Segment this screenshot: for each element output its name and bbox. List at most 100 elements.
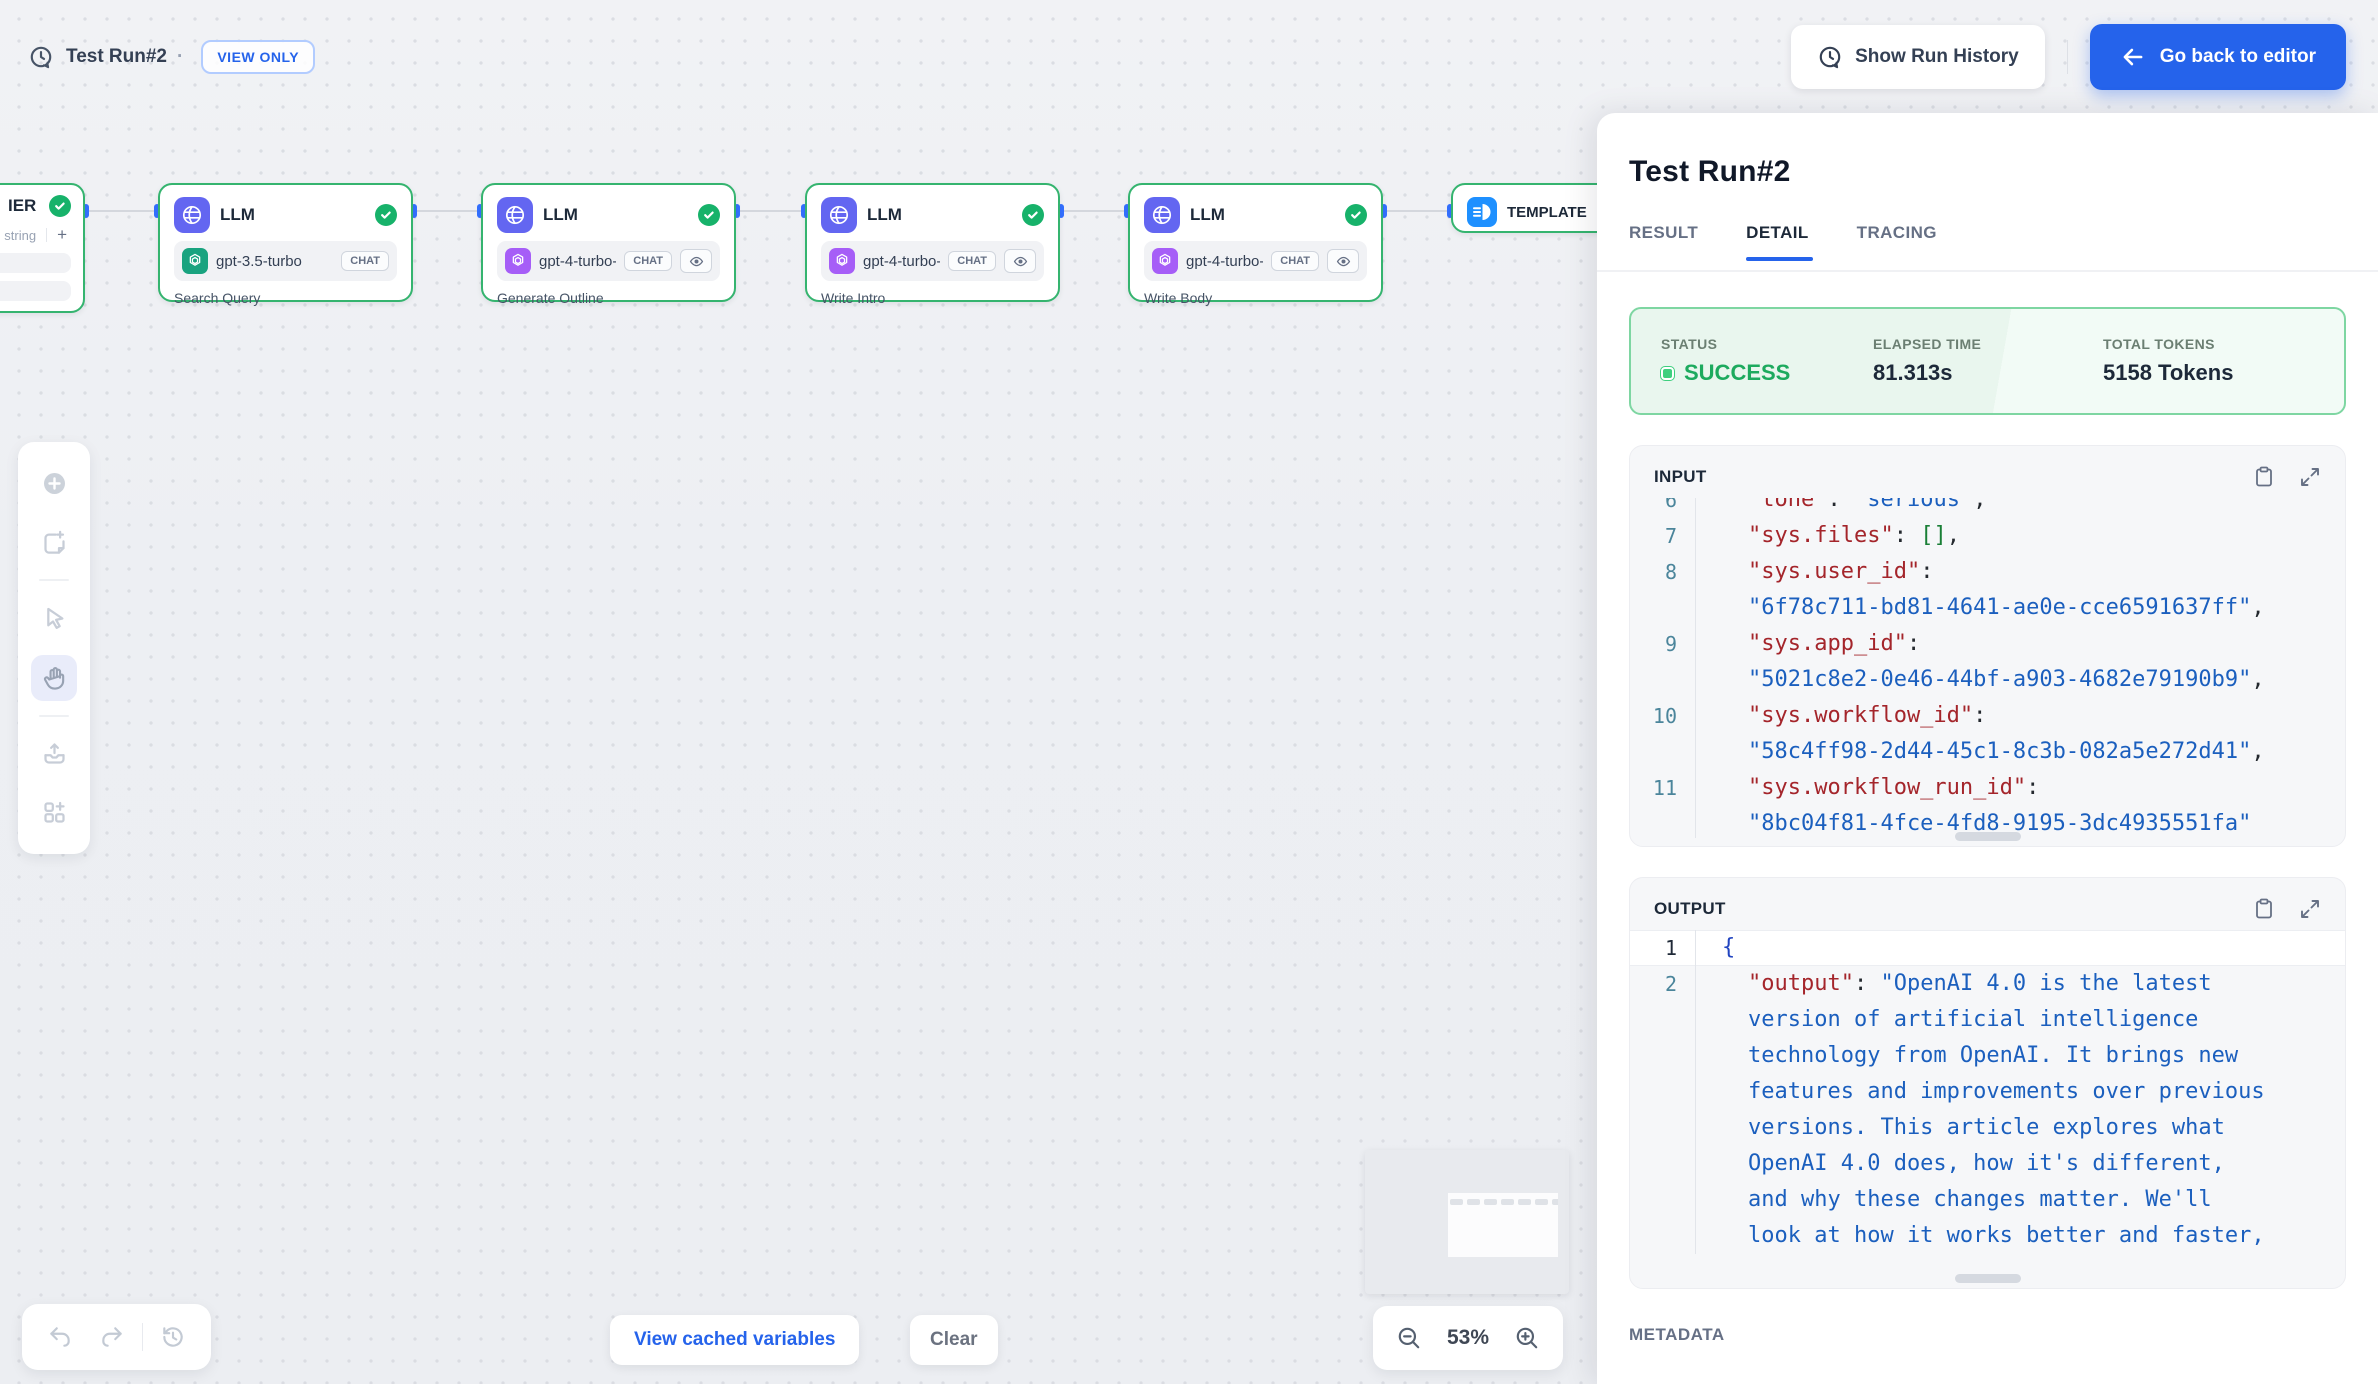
add-variable-button[interactable]: +	[57, 225, 67, 244]
success-check-icon	[1022, 204, 1044, 226]
edge-connector	[85, 210, 158, 212]
variable-field	[0, 281, 71, 301]
status-item-label: STATUS	[1661, 336, 1718, 352]
history-divider	[142, 1323, 143, 1351]
input-scrollbar[interactable]	[1954, 832, 2021, 841]
code-line: "5021c8e2-0e46-44bf-a903-4682e79190b9",	[1630, 662, 2345, 698]
hand-icon[interactable]	[31, 654, 77, 701]
node-title: LLM	[867, 205, 902, 224]
line-number: 6	[1630, 498, 1696, 518]
code-text: "8bc04f81-4fce-4fd8-9195-3dc4935551fa"	[1748, 811, 2252, 836]
edge-connector	[413, 210, 481, 212]
node-header: LLM	[174, 197, 397, 233]
code-text: "6f78c711-bd81-4641-ae0e-cce6591637ff",	[1748, 595, 2265, 620]
input-code-viewport[interactable]: 6"tone": "serious",7"sys.files": [],8"sy…	[1630, 498, 2345, 838]
add-note-icon[interactable]	[31, 520, 77, 566]
code-text: {	[1722, 935, 1736, 960]
go-back-to-editor-button[interactable]: Go back to editor	[2089, 24, 2346, 90]
minimap-node	[1467, 1199, 1480, 1205]
view-history-icon[interactable]	[151, 1315, 195, 1359]
code-line: 10"sys.workflow_id":	[1630, 698, 2345, 734]
minimap-node	[1535, 1199, 1548, 1205]
partial-node[interactable]: IER string +	[0, 183, 85, 313]
node-title: LLM	[1190, 205, 1225, 224]
status-item-value: SUCCESS	[1661, 360, 1873, 386]
status-item-status: STATUS SUCCESS	[1661, 336, 1873, 386]
target-port	[1124, 204, 1130, 218]
pointer-icon[interactable]	[31, 595, 77, 641]
code-text: "sys.user_id":	[1748, 559, 1934, 584]
undo-icon[interactable]	[38, 1315, 82, 1359]
target-port	[801, 204, 807, 218]
output-code-viewport[interactable]: 1{2"output": "OpenAI 4.0 is the latest v…	[1630, 930, 2345, 1280]
code-text: "output": "OpenAI 4.0 is the latest vers…	[1748, 971, 2278, 1248]
line-number: 7	[1630, 518, 1696, 554]
minimap[interactable]	[1365, 1150, 1569, 1294]
zoom-in-icon[interactable]	[1509, 1320, 1545, 1356]
minimap-viewport[interactable]	[1448, 1193, 1558, 1257]
output-scrollbar[interactable]	[1954, 1274, 2021, 1283]
edge-connector	[1060, 210, 1128, 212]
show-run-history-button[interactable]: Show Run History	[1791, 25, 2045, 89]
zoom-controls: 53%	[1373, 1306, 1563, 1370]
success-check-icon	[49, 195, 71, 217]
node-description: Write Intro	[821, 290, 886, 306]
input-header: INPUT	[1654, 467, 1707, 486]
code-line: 9"sys.app_id":	[1630, 626, 2345, 662]
variable-field	[0, 253, 71, 273]
tab-detail[interactable]: DETAIL	[1746, 223, 1813, 261]
import-dsl-icon[interactable]	[31, 730, 77, 776]
edge-connector	[1383, 210, 1451, 212]
organize-blocks-icon[interactable]	[31, 790, 77, 836]
source-port	[1381, 204, 1387, 218]
llm-node-write-intro[interactable]: LLM gpt-4-turbo-202...CHAT Write Intro	[805, 183, 1060, 306]
node-header: LLM	[497, 197, 720, 233]
line-number: 2	[1630, 966, 1696, 1254]
vision-eye-icon	[1004, 249, 1036, 273]
view-cached-variables-button[interactable]: View cached variables	[610, 1315, 860, 1365]
source-port	[734, 204, 740, 218]
tab-result[interactable]: RESULT	[1629, 223, 1699, 242]
toolbar-divider	[39, 579, 69, 582]
status-item-value: 81.313s	[1873, 360, 1953, 385]
openai-icon	[829, 248, 855, 274]
model-name: gpt-3.5-turbo	[216, 252, 302, 270]
node-header: LLM	[1144, 197, 1367, 233]
topbar-actions: Show Run History Go back to editor	[1791, 24, 2346, 90]
llm-icon	[821, 197, 857, 233]
code-line: "8bc04f81-4fce-4fd8-9195-3dc4935551fa"	[1630, 806, 2345, 838]
model-name: gpt-4-turbo-202...	[539, 252, 616, 270]
line-number	[1630, 590, 1696, 626]
success-check-icon	[375, 204, 397, 226]
run-title-separator: ·	[177, 46, 184, 67]
clear-button[interactable]: Clear	[910, 1315, 998, 1365]
openai-icon	[505, 248, 531, 274]
node-header: LLM	[821, 197, 1044, 233]
expand-icon[interactable]	[2297, 896, 2323, 922]
expand-icon[interactable]	[2297, 464, 2323, 490]
node-header: TEMPLATE	[1467, 197, 1690, 227]
add-node-icon[interactable]	[31, 460, 77, 506]
copy-icon[interactable]	[2251, 896, 2277, 922]
zoom-out-icon[interactable]	[1391, 1320, 1427, 1356]
status-item-value: 5158 Tokens	[2103, 360, 2234, 385]
vision-eye-icon	[1327, 249, 1359, 273]
history-controls	[22, 1304, 211, 1370]
status-item-label: TOTAL TOKENS	[2103, 336, 2215, 352]
llm-node-generate-outline[interactable]: LLM gpt-4-turbo-202...CHAT Generate Outlin…	[481, 183, 736, 306]
copy-icon[interactable]	[2251, 464, 2277, 490]
code-text: "5021c8e2-0e46-44bf-a903-4682e79190b9",	[1748, 667, 2265, 692]
model-pill: gpt-4-turbo-202...CHAT	[821, 241, 1044, 281]
model-pill: gpt-4-turbo-202...CHAT	[497, 241, 720, 281]
tab-tracing[interactable]: TRACING	[1856, 223, 1937, 242]
show-run-history-label: Show Run History	[1855, 46, 2019, 67]
node-description: Generate Outline	[497, 290, 604, 306]
run-title: Test Run#2	[66, 46, 168, 67]
code-line: "58c4ff98-2d44-45c1-8c3b-082a5e272d41",	[1630, 734, 2345, 770]
redo-icon[interactable]	[90, 1315, 134, 1359]
